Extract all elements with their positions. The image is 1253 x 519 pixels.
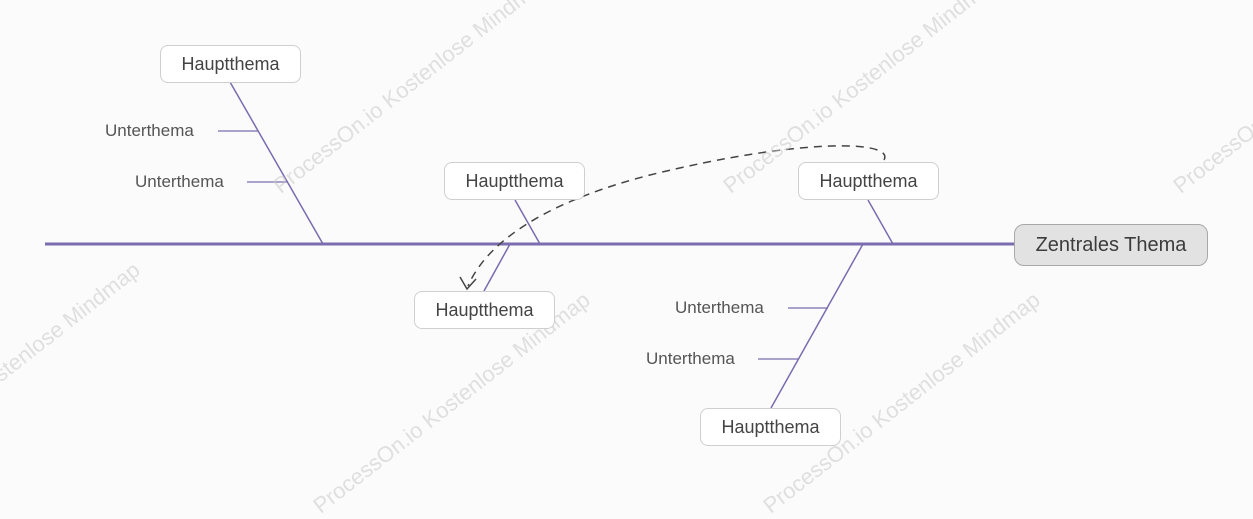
subtopic-label[interactable]: Unterthema <box>646 349 735 368</box>
subtopic-label[interactable]: Unterthema <box>135 172 224 191</box>
branch-line-2 <box>514 199 541 245</box>
subtopic-label[interactable]: Unterthema <box>105 121 194 140</box>
branch-line-5 <box>770 243 864 409</box>
subtopic-label[interactable]: Unterthema <box>675 298 764 317</box>
fishbone-canvas <box>45 81 1015 409</box>
relation-line[interactable] <box>467 145 886 287</box>
central-topic-node[interactable]: Zentrales Thema <box>1014 224 1208 266</box>
branch-line-1 <box>229 81 324 245</box>
branch-line-4 <box>867 199 894 245</box>
relation-arrowhead <box>459 276 477 291</box>
main-topic-node[interactable]: Hauptthema <box>798 162 939 200</box>
main-topic-node[interactable]: Hauptthema <box>444 162 585 200</box>
branch-line-3 <box>483 243 511 292</box>
main-topic-node[interactable]: Hauptthema <box>700 408 841 446</box>
main-topic-node[interactable]: Hauptthema <box>414 291 555 329</box>
main-topic-node[interactable]: Hauptthema <box>160 45 301 83</box>
